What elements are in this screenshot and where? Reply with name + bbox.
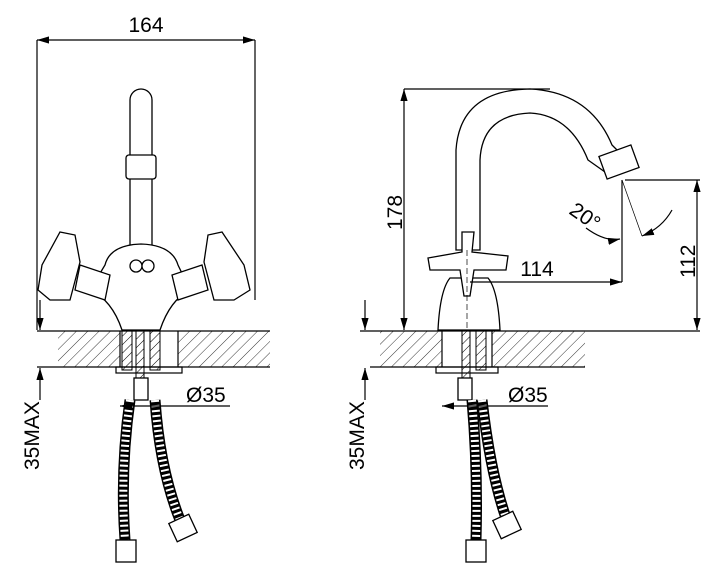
spout (455, 88, 629, 251)
width-label: 164 (128, 14, 163, 37)
left-cross-handle (37, 231, 81, 301)
hose-nut (491, 510, 523, 540)
faucet-body (437, 277, 501, 331)
hose-nut (167, 513, 199, 543)
height-label: 178 (384, 195, 407, 230)
aerator (598, 144, 640, 180)
side-counter-thickness-label: 35MAX (346, 401, 369, 470)
hose-nut (465, 539, 487, 563)
aerator (125, 154, 157, 180)
front-counter-thickness-label: 35MAX (21, 401, 44, 470)
side-view: 178 114 112 20° Ø (346, 88, 701, 563)
reach-label: 114 (520, 258, 554, 281)
front-view: 164 Ø35 35MAX (21, 14, 270, 563)
outlet-height-label: 112 (677, 245, 700, 278)
cross-handle (427, 231, 509, 297)
hose-nut (115, 539, 137, 563)
side-hole-diameter-label: Ø35 (508, 384, 548, 407)
right-cross-handle (203, 231, 251, 301)
front-hole-diameter-label: Ø35 (186, 384, 226, 407)
countertop-hatch (58, 331, 120, 367)
swivel-angle-label: 20° (565, 198, 604, 235)
countertop-hatch (178, 331, 270, 367)
